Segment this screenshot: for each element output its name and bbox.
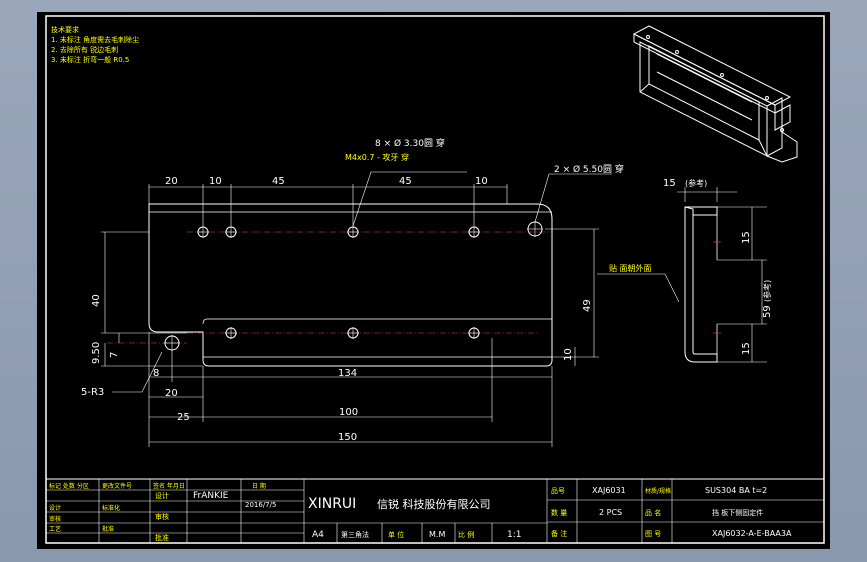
hole-callout-8x: 8 × Ø 3.30圆 穿: [375, 137, 445, 149]
side-dim-15b: 15: [741, 342, 752, 355]
hole-callout-2x: 2 × Ø 5.50圆 穿: [554, 163, 624, 175]
tb-col-designer: 设计: [155, 491, 169, 500]
tb-part-no: XAJ6031: [592, 486, 626, 495]
note-line-3: 3. 未标注 折弯一般 R0.5: [51, 55, 129, 64]
tb-row-3a: 工艺: [49, 525, 61, 533]
tb-company-latin: XINRUI: [308, 496, 356, 512]
surface-note: 贴 面朝外面: [609, 263, 652, 273]
drawing-canvas: 技术要求 1. 未标注 角度需去毛刺除尘 2. 去除所有 锐边毛刺 3. 未标注…: [45, 15, 825, 544]
note-line-2: 2. 去除所有 锐边毛刺: [51, 45, 118, 54]
drawing-sheet: 技术要求 1. 未标注 角度需去毛刺除尘 2. 去除所有 锐边毛刺 3. 未标注…: [37, 12, 830, 549]
dim-20-bottom: 20: [165, 388, 178, 399]
tb-row-1b: 标准化: [102, 504, 120, 512]
dim-10-right: 10: [475, 176, 488, 187]
dimension-texts: 20 10 45 45 10 40 9.50 7 49 10 8 134 20 …: [81, 137, 624, 443]
dim-8: 8: [153, 368, 159, 379]
tb-date: 2016/7/5: [245, 501, 276, 509]
tb-unit: M.M: [429, 530, 445, 539]
tb-material-label: 材质/规格: [645, 487, 671, 495]
dim-25: 25: [177, 412, 190, 423]
dim-9-50: 9.50: [91, 342, 102, 364]
tb-row-0c: 签名 年月日: [153, 482, 185, 490]
note-line-1: 1. 未标注 角度需去毛刺除尘: [51, 35, 139, 44]
side-dim-59-ref: (参考): [762, 280, 772, 302]
tb-designer: FrANKIE: [193, 491, 229, 501]
front-view: [107, 203, 553, 367]
tb-col-review: 审核: [155, 512, 169, 521]
tb-scale: 1:1: [507, 530, 521, 540]
tb-date-label: 日 期: [252, 482, 266, 490]
side-dim-59: 59: [762, 305, 773, 318]
dim-45-a: 45: [272, 176, 285, 187]
tb-dwg-label: 图 号: [645, 530, 661, 538]
dim-134: 134: [338, 368, 357, 379]
tb-row-2a: 审核: [49, 515, 61, 523]
dim-49: 49: [582, 299, 593, 312]
tb-company-cn: 信锐 科技股份有限公司: [377, 497, 491, 511]
tb-qty: 2 PCS: [599, 508, 622, 517]
dim-10-right-v: 10: [563, 348, 574, 361]
side-dim-ref-top: (参考): [685, 178, 707, 188]
side-dim-15a: 15: [741, 231, 752, 244]
title-block: 标记 处数 分区 更改文件号 签名 年月日 设计 标准化 审核 工艺 批准 设计…: [45, 478, 825, 544]
tb-part-no-label: 品号: [551, 487, 565, 495]
dim-150: 150: [338, 432, 357, 443]
tb-row-1a: 设计: [49, 504, 61, 512]
tb-scale-label: 比 例: [458, 530, 474, 539]
dim-r3: 5-R3: [81, 387, 104, 398]
dim-7: 7: [109, 352, 120, 358]
dimensions: [101, 171, 612, 447]
dim-10-top: 10: [209, 176, 222, 187]
tb-row-0b: 更改文件号: [102, 482, 132, 490]
tb-row-3b: 批准: [102, 525, 114, 533]
tb-size: A4: [312, 530, 324, 540]
tb-material: SUS304 BA t=2: [705, 486, 767, 495]
isometric-view: [632, 25, 798, 163]
hole-callout-m4: M4x0.7 - 攻牙 穿: [345, 152, 409, 162]
sheet-border: [45, 15, 825, 544]
tb-name: 挡 板下侧固定件: [712, 508, 763, 517]
dim-100: 100: [339, 407, 358, 418]
side-view: 15 (参考) 15 59 (参考) 15 贴 面朝外面: [597, 178, 773, 363]
tb-dwg-no: XAJ6032-A-E-BAA3A: [712, 529, 792, 538]
dim-45-b: 45: [399, 176, 412, 187]
tb-col-approve: 批准: [155, 533, 169, 542]
tb-remark-label: 备 注: [551, 529, 567, 538]
notes-header: 技术要求: [51, 25, 79, 34]
tb-name-label: 品 名: [645, 508, 661, 517]
dim-40: 40: [91, 294, 102, 307]
side-dim-15-top: 15: [663, 178, 676, 189]
technical-notes: 技术要求 1. 未标注 角度需去毛刺除尘 2. 去除所有 锐边毛刺 3. 未标注…: [51, 25, 139, 64]
tb-view: 第三角法: [341, 530, 369, 539]
tb-row-0a: 标记 处数 分区: [49, 482, 89, 490]
dim-20-top: 20: [165, 176, 178, 187]
tb-qty-label: 数 量: [551, 508, 567, 517]
tb-unit-label: 单 位: [388, 530, 404, 539]
